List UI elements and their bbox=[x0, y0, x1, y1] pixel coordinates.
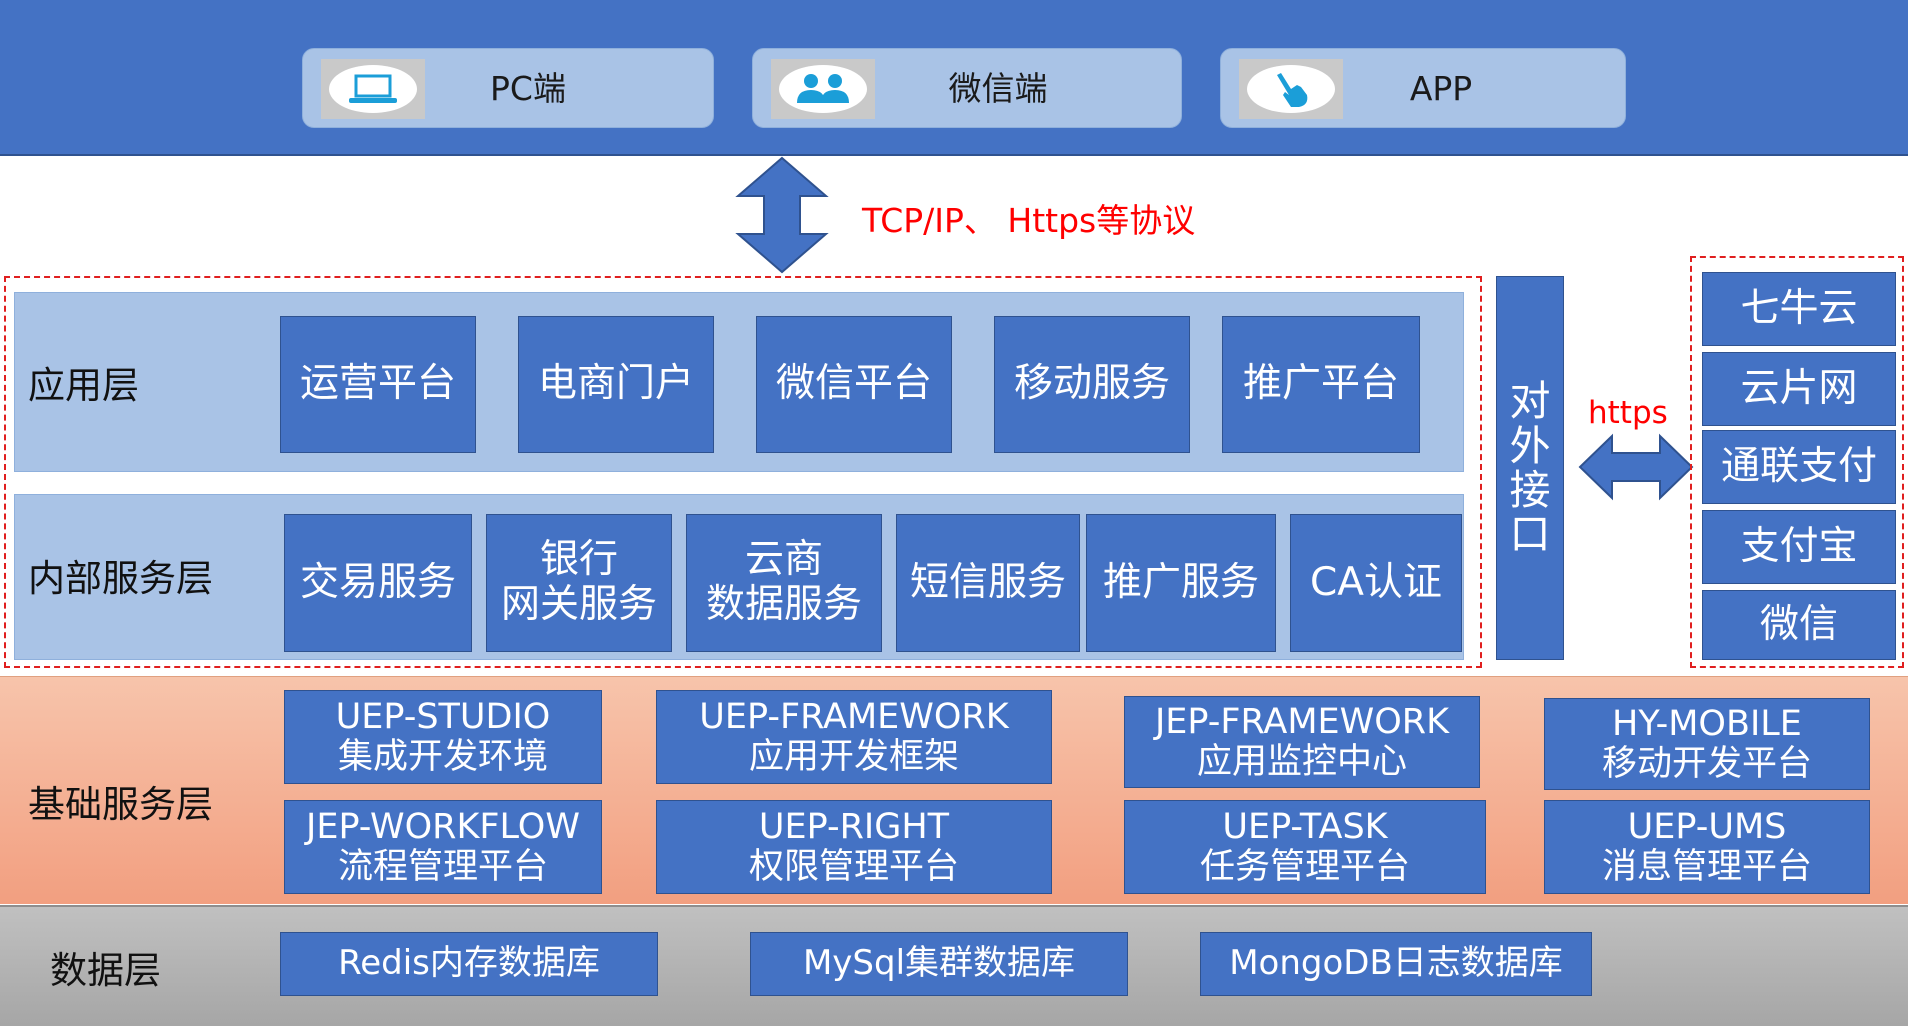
foundation-item-2: JEP-FRAMEWORK 应用监控中心 bbox=[1124, 696, 1480, 788]
app-item-4: 推广平台 bbox=[1222, 316, 1420, 453]
internal-item-5: CA认证 bbox=[1290, 514, 1462, 652]
foundation-layer-label: 基础服务层 bbox=[28, 783, 213, 826]
users-icon bbox=[771, 59, 875, 119]
foundation-item-6: UEP-TASK 任务管理平台 bbox=[1124, 800, 1486, 894]
protocol-label: TCP/IP、 Https等协议 bbox=[862, 201, 1196, 240]
foundation-item-5: UEP-RIGHT 权限管理平台 bbox=[656, 800, 1052, 894]
client-app: APP bbox=[1220, 48, 1626, 128]
third-party-item-2: 通联支付 bbox=[1702, 430, 1896, 504]
external-interface: 对 外 接 口 bbox=[1496, 276, 1564, 660]
data-item-0: Redis内存数据库 bbox=[280, 932, 658, 996]
internal-group-dashed-border bbox=[4, 276, 1482, 668]
internal-item-4: 推广服务 bbox=[1086, 514, 1276, 652]
client-pc: PC端 bbox=[302, 48, 714, 128]
internal-item-1: 银行 网关服务 bbox=[486, 514, 672, 652]
third-party-item-0: 七牛云 bbox=[1702, 272, 1896, 346]
app-item-0: 运营平台 bbox=[280, 316, 476, 453]
client-wechat: 微信端 bbox=[752, 48, 1182, 128]
client-band: PC端 微信端 APP bbox=[0, 0, 1908, 156]
foundation-item-4: JEP-WORKFLOW 流程管理平台 bbox=[284, 800, 602, 894]
tap-hand-icon bbox=[1239, 59, 1343, 119]
data-item-2: MongoDB日志数据库 bbox=[1200, 932, 1592, 996]
protocol-double-arrow-icon bbox=[735, 156, 829, 274]
application-layer-label: 应用层 bbox=[28, 364, 139, 407]
https-double-arrow-icon bbox=[1578, 433, 1694, 501]
data-layer-label: 数据层 bbox=[50, 949, 161, 992]
internal-item-2: 云商 数据服务 bbox=[686, 514, 882, 652]
internal-layer-label: 内部服务层 bbox=[28, 557, 213, 600]
foundation-item-3: HY-MOBILE 移动开发平台 bbox=[1544, 698, 1870, 790]
internal-item-0: 交易服务 bbox=[284, 514, 472, 652]
foundation-item-0: UEP-STUDIO 集成开发环境 bbox=[284, 690, 602, 784]
third-party-dashed-border bbox=[1690, 256, 1904, 668]
client-label-wechat: 微信端 bbox=[948, 69, 1048, 108]
https-label: https bbox=[1588, 395, 1668, 431]
app-item-3: 移动服务 bbox=[994, 316, 1190, 453]
client-label-app: APP bbox=[1409, 69, 1473, 108]
app-item-2: 微信平台 bbox=[756, 316, 952, 453]
client-label-pc: PC端 bbox=[490, 69, 566, 108]
third-party-item-1: 云片网 bbox=[1702, 352, 1896, 426]
app-item-1: 电商门户 bbox=[518, 316, 714, 453]
data-item-1: MySql集群数据库 bbox=[750, 932, 1128, 996]
laptop-icon bbox=[321, 59, 425, 119]
internal-item-3: 短信服务 bbox=[896, 514, 1080, 652]
foundation-item-1: UEP-FRAMEWORK 应用开发框架 bbox=[656, 690, 1052, 784]
third-party-item-4: 微信 bbox=[1702, 590, 1896, 660]
third-party-item-3: 支付宝 bbox=[1702, 510, 1896, 584]
foundation-item-7: UEP-UMS 消息管理平台 bbox=[1544, 800, 1870, 894]
